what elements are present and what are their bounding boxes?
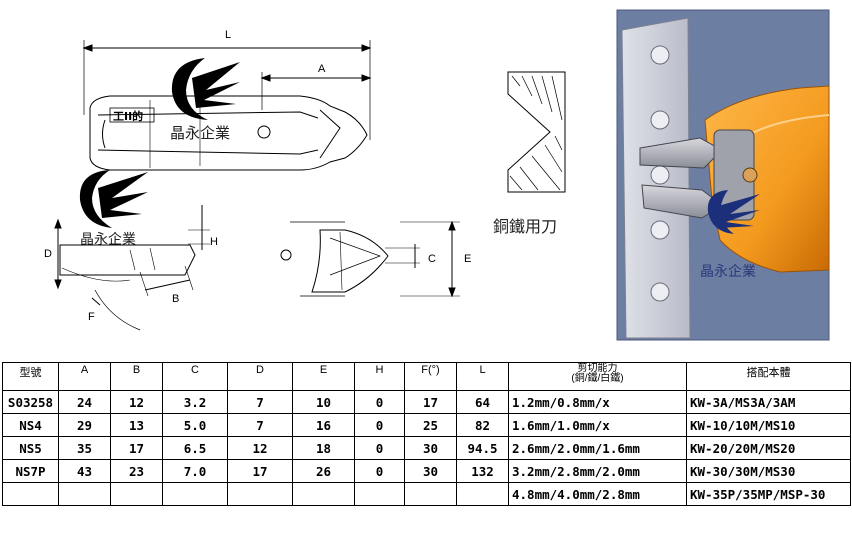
empty-cell — [292, 482, 355, 506]
cell-machine: KW-3A/MS3A/3AM — [686, 390, 851, 414]
cell-machine: KW-10/10M/MS10 — [686, 413, 851, 437]
cell-e: 16 — [292, 413, 355, 437]
col-header-b: B — [110, 362, 163, 391]
blade-caption: 銅鐵用刀 — [493, 217, 557, 236]
cell-f: 30 — [404, 436, 457, 460]
capacity-header-sub: (銅/鐵/白鐵) — [571, 373, 624, 384]
logo-text: 晶永企業 — [80, 231, 136, 248]
cell-model: NS4 — [2, 413, 59, 437]
empty-cell — [162, 482, 228, 506]
col-header-l: L — [456, 362, 509, 391]
cell-a: 29 — [58, 413, 111, 437]
blade-stamp: 工II的 — [113, 109, 143, 123]
col-header-c: C — [162, 362, 228, 391]
product-photo — [616, 9, 830, 341]
cell-capacity: 1.2mm/0.8mm/x — [508, 390, 687, 414]
cell-d: 7 — [227, 390, 293, 414]
col-header-h: H — [354, 362, 405, 391]
empty-cell — [110, 482, 163, 506]
cell-capacity: 1.6mm/1.0mm/x — [508, 413, 687, 437]
cell-e: 18 — [292, 436, 355, 460]
cell-d: 17 — [227, 459, 293, 483]
cell-e: 10 — [292, 390, 355, 414]
blade-profile-icon — [507, 71, 566, 193]
cell-a: 24 — [58, 390, 111, 414]
col-header-machine: 搭配本體 — [686, 362, 851, 391]
cell-c: 3.2 — [162, 390, 228, 414]
cell-h: 0 — [354, 459, 405, 483]
technical-drawing-area: L A 工II的 晶永企業 晶永企業 D H B F — [44, 9, 830, 341]
cell-capacity: 3.2mm/2.8mm/2.0mm — [508, 459, 687, 483]
capacity-header-label: 剪切能力 — [577, 363, 618, 374]
cell-machine: KW-35P/35MP/MSP-30 — [686, 482, 851, 506]
logo-text: 晶永企業 — [700, 263, 756, 280]
dim-label-F: F — [88, 311, 95, 323]
cell-f: 17 — [404, 390, 457, 414]
dim-label-C: C — [428, 253, 436, 265]
cell-model: NS7P — [2, 459, 59, 483]
col-header-a: A — [58, 362, 111, 391]
cell-capacity: 2.6mm/2.0mm/1.6mm — [508, 436, 687, 460]
empty-cell — [2, 482, 59, 506]
spec-table: 型號 A B C D E H F(°) L 剪切能力 (銅/鐵/白鐵) 搭配本體… — [2, 362, 851, 506]
cell-b: 12 — [110, 390, 163, 414]
dim-label-H: H — [210, 236, 218, 248]
empty-cell — [354, 482, 405, 506]
dim-label-E: E — [464, 253, 471, 265]
empty-cell — [58, 482, 111, 506]
col-header-model: 型號 — [2, 362, 59, 391]
cell-d: 7 — [227, 413, 293, 437]
cell-h: 0 — [354, 436, 405, 460]
company-logo-icon — [79, 170, 148, 228]
cell-l: 132 — [456, 459, 509, 483]
col-header-e: E — [292, 362, 355, 391]
dim-label-A: A — [318, 63, 326, 75]
cell-b: 17 — [110, 436, 163, 460]
empty-cell — [227, 482, 293, 506]
cell-b: 23 — [110, 459, 163, 483]
col-header-f: F(°) — [404, 362, 457, 391]
empty-cell — [456, 482, 509, 506]
cell-h: 0 — [354, 413, 405, 437]
col-header-d: D — [227, 362, 293, 391]
cell-f: 30 — [404, 459, 457, 483]
empty-cell — [404, 482, 457, 506]
cell-c: 7.0 — [162, 459, 228, 483]
cell-c: 6.5 — [162, 436, 228, 460]
cell-h: 0 — [354, 390, 405, 414]
cell-model: S03258 — [2, 390, 59, 414]
cell-l: 82 — [456, 413, 509, 437]
col-header-capacity: 剪切能力 (銅/鐵/白鐵) — [508, 362, 687, 391]
cell-capacity: 4.8mm/4.0mm/2.8mm — [508, 482, 687, 506]
cell-l: 94.5 — [456, 436, 509, 460]
cell-a: 43 — [58, 459, 111, 483]
dim-label-D: D — [44, 248, 52, 260]
cell-machine: KW-20/20M/MS20 — [686, 436, 851, 460]
table-header-row: 型號 A B C D E H F(°) L 剪切能力 (銅/鐵/白鐵) 搭配本體 — [2, 362, 851, 391]
cell-e: 26 — [292, 459, 355, 483]
cell-machine: KW-30/30M/MS30 — [686, 459, 851, 483]
company-logo-icon — [171, 58, 240, 120]
dim-label-L: L — [225, 29, 231, 41]
logo-text: 晶永企業 — [170, 124, 230, 142]
cell-model: NS5 — [2, 436, 59, 460]
cell-c: 5.0 — [162, 413, 228, 437]
blade-side-view — [54, 205, 210, 331]
blade-top-view — [82, 40, 372, 171]
dim-label-B: B — [172, 293, 179, 305]
cell-l: 64 — [456, 390, 509, 414]
cell-a: 35 — [58, 436, 111, 460]
blade-front-view — [280, 220, 460, 298]
cell-d: 12 — [227, 436, 293, 460]
cell-f: 25 — [404, 413, 457, 437]
cell-b: 13 — [110, 413, 163, 437]
